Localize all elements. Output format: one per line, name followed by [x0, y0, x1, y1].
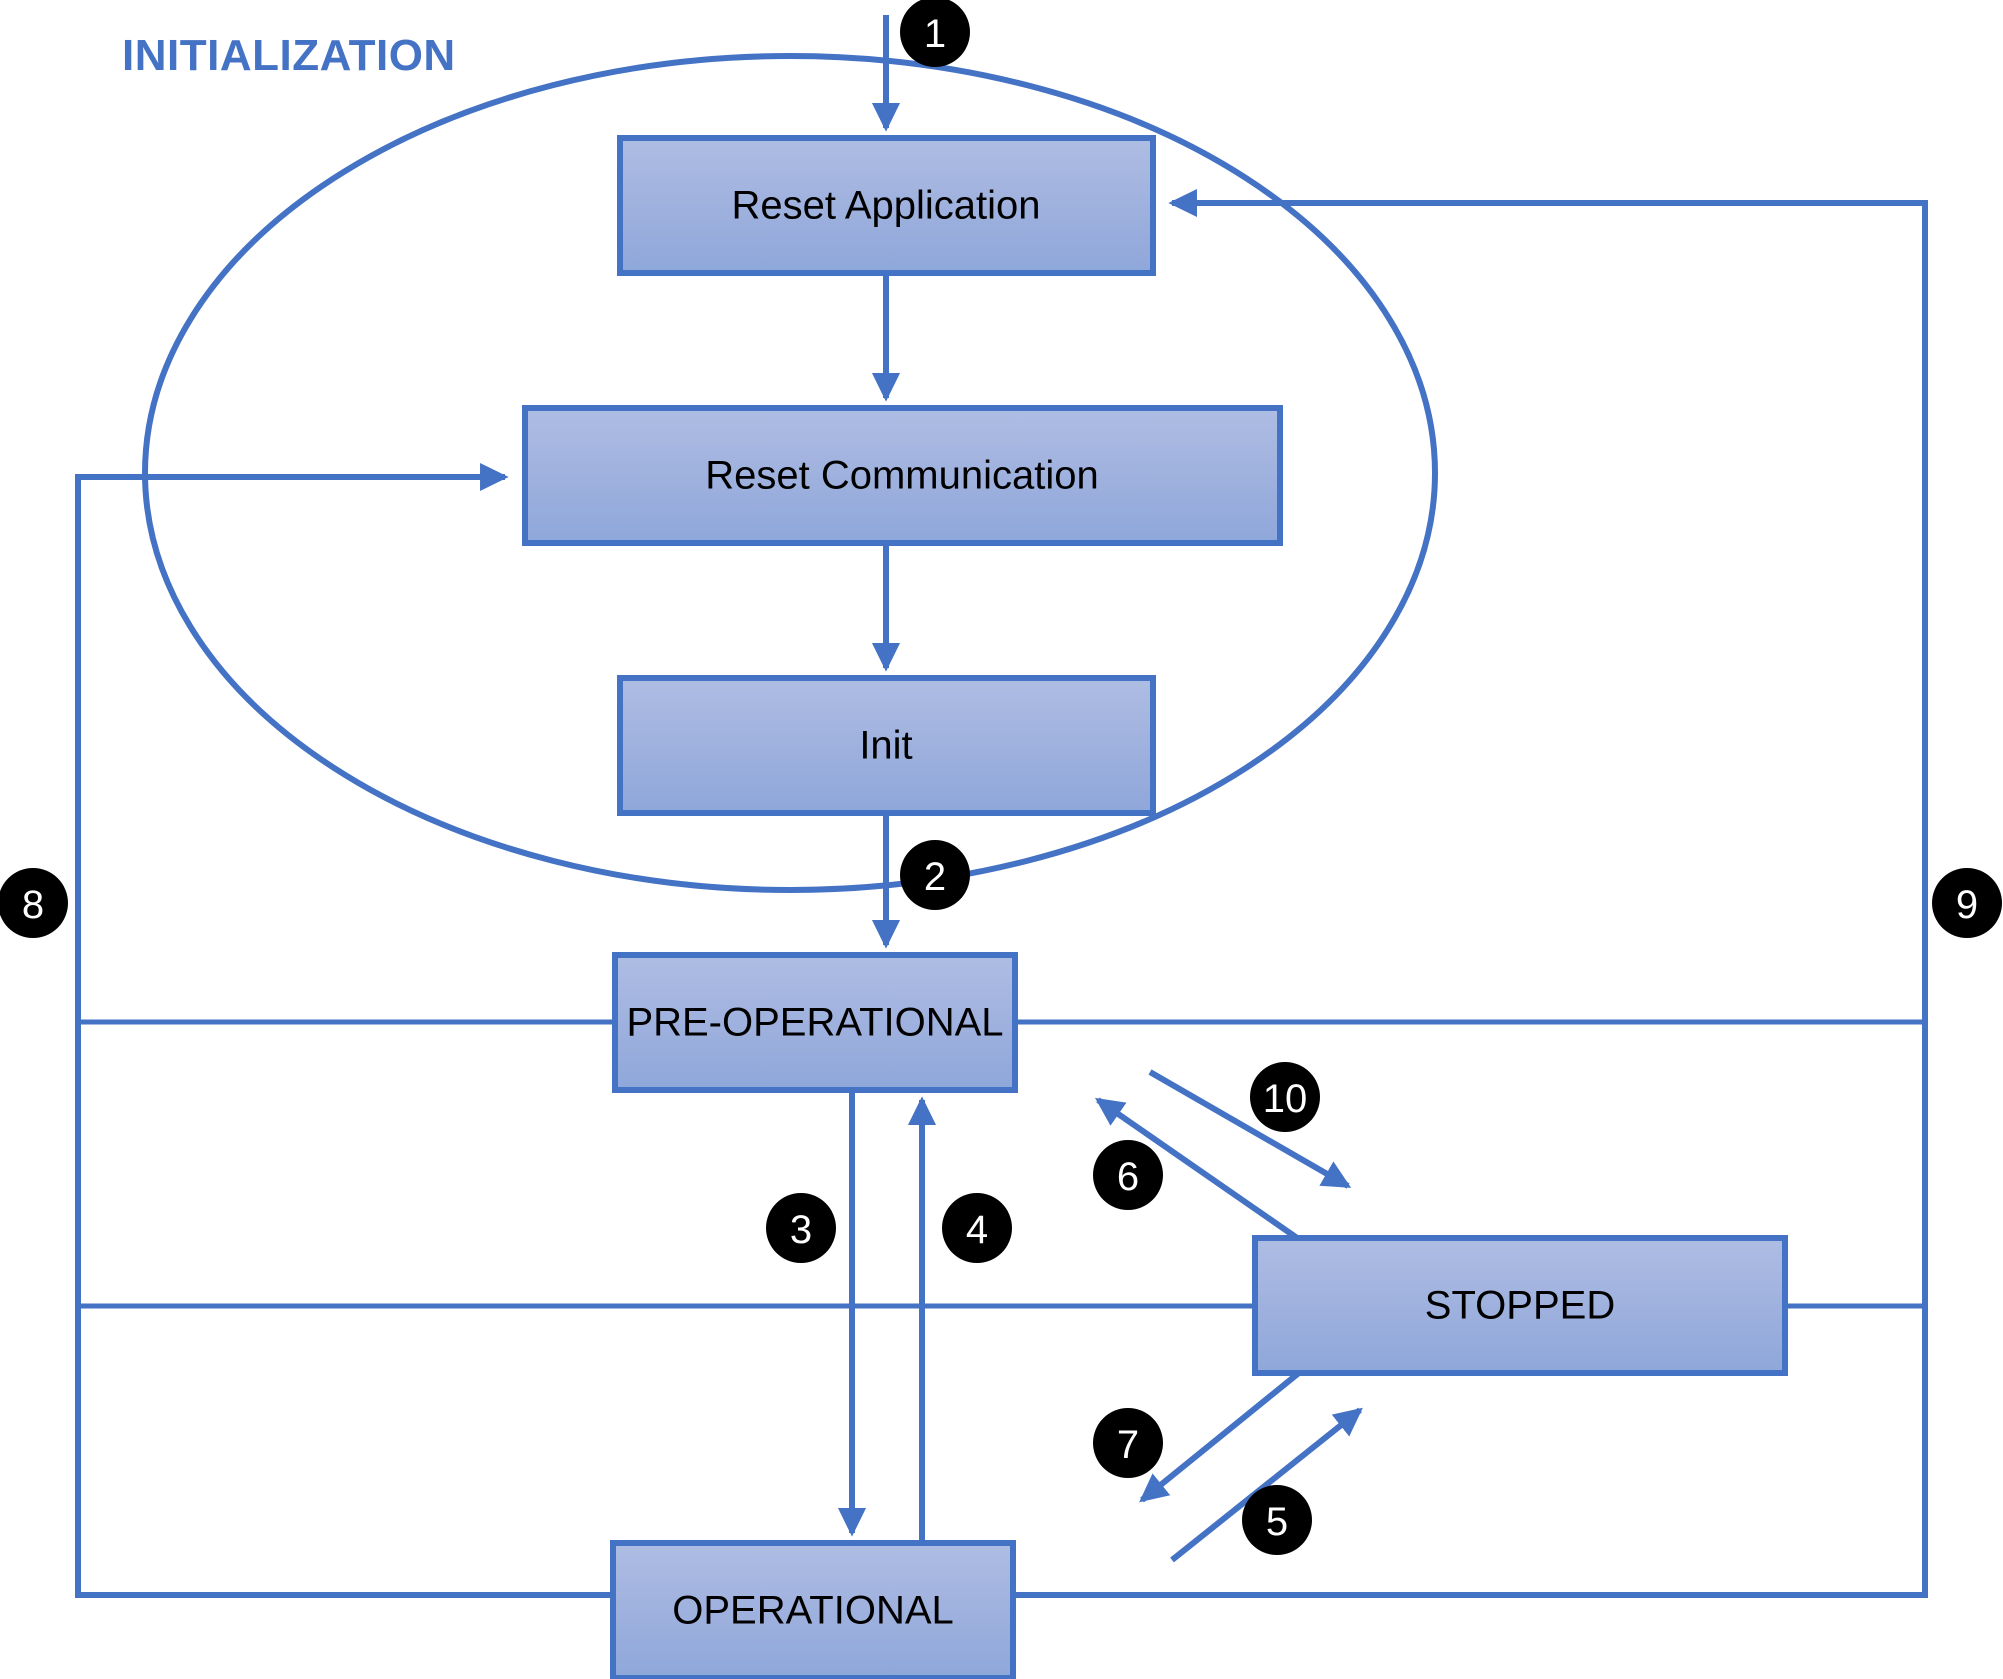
- badge-7-label: 7: [1117, 1423, 1139, 1467]
- reset-application-label: Reset Application: [731, 184, 1040, 228]
- transition-badge-8: 8: [0, 868, 68, 938]
- badge-8-circle: [0, 868, 68, 938]
- transition-badge-9: 9: [1932, 868, 2002, 938]
- state-box-reset-communication[interactable]: Reset Communication: [522, 405, 1283, 546]
- pre-operational-label: PRE-OPERATIONAL: [626, 1001, 1003, 1045]
- badge-9-label: 9: [1956, 883, 1978, 927]
- badge-5-circle: [1242, 1485, 1312, 1555]
- reset-application-rect[interactable]: [617, 135, 1156, 276]
- init-label: Init: [859, 724, 912, 768]
- transition-5-path: [1170, 1407, 1363, 1563]
- badge-9-circle: [1932, 868, 2002, 938]
- badge-1-label: 1: [924, 12, 946, 56]
- badge-10-label: 10: [1263, 1077, 1308, 1121]
- badge-6-label: 6: [1117, 1155, 1139, 1199]
- reset-communication-rect[interactable]: [522, 405, 1283, 546]
- operational-label: OPERATIONAL: [672, 1589, 954, 1633]
- badge-2-label: 2: [924, 855, 946, 899]
- badge-3-label: 3: [790, 1208, 812, 1252]
- state-box-reset-application[interactable]: Reset Application: [617, 135, 1156, 276]
- reset-communication-label: Reset Communication: [705, 454, 1099, 498]
- transition-badge-6: 6: [1093, 1140, 1163, 1210]
- transition-badge-4: 4: [942, 1193, 1012, 1263]
- badge-8-label: 8: [22, 883, 44, 927]
- diagram-title: INITIALIZATION: [122, 31, 456, 80]
- stopped-rect[interactable]: [1252, 1235, 1788, 1376]
- stopped-label: STOPPED: [1425, 1284, 1615, 1328]
- state-box-pre-operational[interactable]: PRE-OPERATIONAL: [612, 952, 1018, 1093]
- init-rect[interactable]: [617, 675, 1156, 816]
- state-box-operational[interactable]: OPERATIONAL: [610, 1540, 1016, 1679]
- badge-5-label: 5: [1266, 1500, 1288, 1544]
- transition-6-path: [1095, 1097, 1302, 1243]
- badge-10-circle: [1250, 1062, 1320, 1132]
- badge-4-circle: [942, 1193, 1012, 1263]
- initialization-ellipse: [142, 53, 1438, 893]
- transition-8-path: [75, 462, 613, 1598]
- pre-operational-rect[interactable]: [612, 952, 1018, 1093]
- transition-10-path: [1148, 1069, 1352, 1189]
- transition-badge-5: 5: [1242, 1485, 1312, 1555]
- transition-7-path: [1139, 1369, 1302, 1503]
- operational-rect[interactable]: [610, 1540, 1016, 1679]
- state-box-stopped[interactable]: STOPPED: [1252, 1235, 1788, 1376]
- transition-badge-1: 1: [900, 0, 970, 67]
- transition-badge-7: 7: [1093, 1408, 1163, 1478]
- badge-3-circle: [766, 1193, 836, 1263]
- badge-6-circle: [1093, 1140, 1163, 1210]
- badge-7-circle: [1093, 1408, 1163, 1478]
- badge-2-circle: [900, 840, 970, 910]
- transition-9-path: [1012, 188, 1928, 1598]
- badge-4-label: 4: [966, 1208, 988, 1252]
- transition-badge-3: 3: [766, 1193, 836, 1263]
- transition-badge-10: 10: [1250, 1062, 1320, 1132]
- badge-1-circle: [900, 0, 970, 67]
- transition-badge-2: 2: [900, 840, 970, 910]
- state-box-init[interactable]: Init: [617, 675, 1156, 816]
